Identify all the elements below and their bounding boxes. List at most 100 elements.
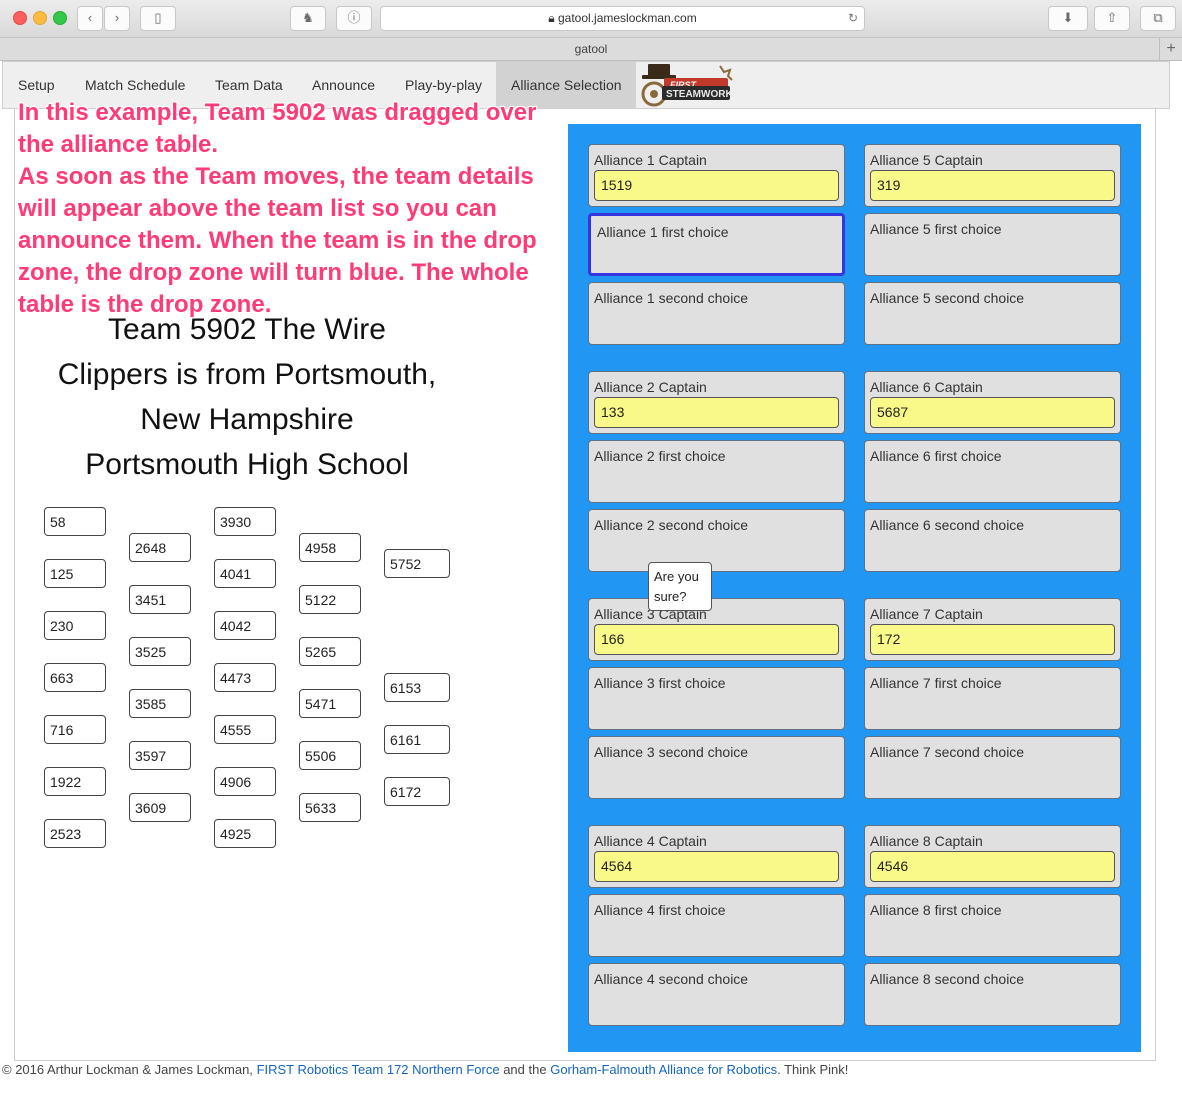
team-chip[interactable]: 125 [44,559,106,588]
team-chip[interactable]: 3451 [129,585,191,614]
team-chip[interactable]: 3609 [129,793,191,822]
team-chip[interactable]: 4958 [299,533,361,562]
team-chip[interactable]: 5471 [299,689,361,718]
alliance-5-first-choice-slot[interactable]: Alliance 5 first choice [864,213,1121,276]
team-chip[interactable]: 3597 [129,741,191,770]
alliance-8-captain-team[interactable]: 4546 [870,851,1115,882]
team-chip[interactable]: 5265 [299,637,361,666]
alliance-1-captain-slot[interactable]: Alliance 1 Captain 1519 [588,144,845,207]
team-chip[interactable]: 6161 [384,725,450,754]
gorham-falmouth-link[interactable]: Gorham-Falmouth Alliance for Robotics [550,1062,778,1077]
alliance-3-captain-team[interactable]: 166 [594,624,839,655]
tooltip-line-1: Are you [654,569,699,584]
team-chip[interactable]: 5633 [299,793,361,822]
nav-team-data[interactable]: Team Data [215,77,283,93]
team-chip[interactable]: 3930 [214,507,276,536]
team-chip[interactable]: 4555 [214,715,276,744]
new-tab-button[interactable]: + [1159,38,1182,60]
reader-button[interactable]: ⓘ [336,6,372,31]
alliance-5-second-choice-slot[interactable]: Alliance 5 second choice [864,282,1121,345]
nav-match-schedule[interactable]: Match Schedule [85,77,186,93]
alliance-4-captain-slot[interactable]: Alliance 4 Captain 4564 [588,825,845,888]
alliance-table-dropzone[interactable]: Alliance 1 Captain 1519 Alliance 1 first… [568,124,1141,1052]
alliance-6-first-choice-slot[interactable]: Alliance 6 first choice [864,440,1121,503]
nav-setup[interactable]: Setup [18,77,55,93]
sidebar-toggle-button[interactable]: ▯ [140,6,176,31]
minimize-window-button[interactable] [33,11,47,25]
team-172-link[interactable]: FIRST Robotics Team 172 Northern Force [256,1062,500,1077]
alliance-4-captain-team[interactable]: 4564 [594,851,839,882]
content-frame [14,108,1156,1061]
chevron-left-icon: ‹ [87,10,93,25]
browser-toolbar: ‹ › ▯ ♞ ⓘ 🔒︎ gatool.jameslockman.com ↻ ⬇… [0,0,1182,38]
team-chip[interactable]: 5506 [299,741,361,770]
downloads-button[interactable]: ⬇ [1048,6,1088,31]
info-circle-icon: ⓘ [347,10,361,25]
extension-button[interactable]: ♞ [290,6,326,31]
alliance-7-second-choice-slot[interactable]: Alliance 7 second choice [864,736,1121,799]
lock-icon: 🔒︎ [548,11,555,25]
team-chip[interactable]: 6172 [384,777,450,806]
alliance-6-captain-team[interactable]: 5687 [870,397,1115,428]
alliance-1-second-choice-slot[interactable]: Alliance 1 second choice [588,282,845,345]
alliance-2-captain-team[interactable]: 133 [594,397,839,428]
alliance-8-captain-slot[interactable]: Alliance 8 Captain 4546 [864,825,1121,888]
alliance-2-captain-slot[interactable]: Alliance 2 Captain 133 [588,371,845,434]
nav-alliance-selection[interactable]: Alliance Selection [496,62,637,108]
alliance-3-first-choice-slot[interactable]: Alliance 3 first choice [588,667,845,730]
team-chip[interactable]: 2648 [129,533,191,562]
team-chip[interactable]: 1922 [44,767,106,796]
team-chip[interactable]: 5752 [384,549,450,578]
alliance-6-second-choice-slot[interactable]: Alliance 6 second choice [864,509,1121,572]
alliance-7-captain-slot[interactable]: Alliance 7 Captain 172 [864,598,1121,661]
team-chip[interactable]: 4906 [214,767,276,796]
nav-play-by-play[interactable]: Play-by-play [405,77,483,93]
team-chip[interactable]: 4473 [214,663,276,692]
alliance-8-first-choice-slot[interactable]: Alliance 8 first choice [864,894,1121,957]
alliance-2-second-choice-slot[interactable]: Alliance 2 second choice [588,509,845,572]
forward-button[interactable]: › [104,6,130,31]
alliance-5-captain-slot[interactable]: Alliance 5 Captain 319 [864,144,1121,207]
share-button[interactable]: ⇧ [1094,6,1130,31]
team-chip[interactable]: 2523 [44,819,106,848]
alliance-2-first-choice-slot[interactable]: Alliance 2 first choice [588,440,845,503]
download-icon: ⬇ [1062,10,1074,25]
alliance-7-first-choice-slot[interactable]: Alliance 7 first choice [864,667,1121,730]
team-chip[interactable]: 3525 [129,637,191,666]
team-chip[interactable]: 3585 [129,689,191,718]
address-bar[interactable]: 🔒︎ gatool.jameslockman.com ↻ [380,6,865,31]
team-chip[interactable]: 4041 [214,559,276,588]
alliance-5-second-choice-label: Alliance 5 second choice [870,290,1025,306]
tabs-overview-button[interactable]: ⧉ [1140,6,1176,31]
team-chip[interactable]: 58 [44,507,106,536]
alliance-4-first-choice-slot[interactable]: Alliance 4 first choice [588,894,845,957]
team-chip[interactable]: 4042 [214,611,276,640]
team-chip[interactable]: 4925 [214,819,276,848]
footer: © 2016 Arthur Lockman & James Lockman, F… [2,1062,848,1077]
alliance-3-second-choice-slot[interactable]: Alliance 3 second choice [588,736,845,799]
alliance-6-second-choice-label: Alliance 6 second choice [870,517,1025,533]
team-details-line-2: Clippers is from Portsmouth, [57,358,437,391]
back-button[interactable]: ‹ [77,6,103,31]
team-chip[interactable]: 230 [44,611,106,640]
zoom-window-button[interactable] [53,11,67,25]
alliance-4-second-choice-slot[interactable]: Alliance 4 second choice [588,963,845,1026]
team-chip[interactable]: 5122 [299,585,361,614]
alliance-6-captain-slot[interactable]: Alliance 6 Captain 5687 [864,371,1121,434]
nav-announce[interactable]: Announce [312,77,376,93]
team-chip[interactable]: 6153 [384,673,450,702]
alliance-7-captain-team[interactable]: 172 [870,624,1115,655]
team-chip[interactable]: 663 [44,663,106,692]
alliance-3-captain-slot[interactable]: Alliance 3 Captain 166 [588,598,845,661]
close-window-button[interactable] [13,11,27,25]
alliance-6-captain-label: Alliance 6 Captain [870,379,983,395]
alliance-8-second-choice-slot[interactable]: Alliance 8 second choice [864,963,1121,1026]
alliance-3-first-choice-label: Alliance 3 first choice [594,675,726,691]
team-chip[interactable]: 716 [44,715,106,744]
reload-icon[interactable]: ↻ [847,11,858,25]
alliance-1-first-choice-slot[interactable]: Alliance 1 first choice [588,213,845,276]
tab-title[interactable]: gatool [574,42,608,56]
alliance-5-captain-team[interactable]: 319 [870,170,1115,201]
chevron-right-icon: › [114,10,120,25]
alliance-1-captain-team[interactable]: 1519 [594,170,839,201]
